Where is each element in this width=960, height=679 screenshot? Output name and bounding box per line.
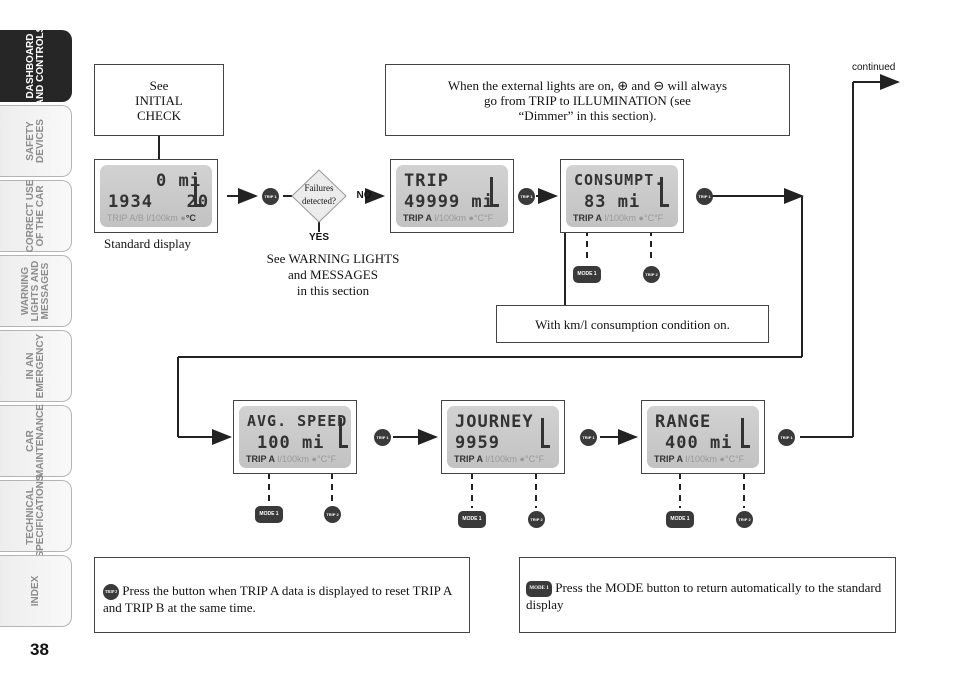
lcd-line-1: AVG. SPEED (247, 412, 348, 430)
tab-car-maintenance[interactable]: CAR MAINTENANCE (0, 404, 72, 478)
tab-dashboard-and-controls[interactable]: DASHBOARD AND CONTROLS (0, 26, 72, 106)
lcd-line-2: 83 mi (584, 192, 641, 212)
lcd-line-2: 49999 mi (404, 192, 494, 212)
lcd-line-2: 100 mi (257, 433, 325, 453)
fuel-gauge-bar (194, 177, 203, 207)
kml-consumption-box: With km/l consumption condition on. (496, 305, 769, 343)
trip2-button-icon: TRIP 2 (324, 506, 341, 523)
lcd-consumption-display: CONSUMPT. 83 mi TRIP A l/100km ●°C°F (560, 159, 684, 233)
lcd-line-1: TRIP (404, 171, 449, 191)
mode1-button-icon: MODE 1 (458, 511, 486, 528)
trip1-button-icon: TRIP 1 (580, 429, 597, 446)
continued-label: continued (852, 62, 896, 73)
fuel-gauge-bar (339, 418, 348, 448)
fuel-gauge-bar (741, 418, 750, 448)
trip2-button-icon: TRIP 2 (528, 511, 545, 528)
trip1-button-icon: TRIP 1 (374, 429, 391, 446)
mode-footnote-box: MODE 1 Press the MODE button to return a… (519, 557, 896, 633)
tab-technical-specifications[interactable]: TECHNICAL SPECIFICATIONS (0, 474, 72, 558)
trip1-button-icon: TRIP 1 (518, 188, 535, 205)
warning-lights-note: See WARNING LIGHTS and MESSAGES in this … (266, 251, 400, 298)
yes-label: YES (308, 232, 329, 243)
tab-index[interactable]: INDEX (0, 555, 72, 627)
lcd-range-display: RANGE 400 mi TRIP A l/100km ●°C°F (641, 400, 765, 474)
mode1-button-icon: MODE 1 (255, 506, 283, 523)
lcd-line-2: 1934 20 (108, 192, 210, 212)
trip1-button-icon: TRIP 1 (778, 429, 795, 446)
trip1-button-icon: TRIP 1 (262, 188, 279, 205)
trip2-button-icon: TRIP 2 (103, 584, 119, 601)
tab-safety-devices[interactable]: SAFETY DEVICES (0, 105, 72, 177)
tab-warning-lights[interactable]: WARNING LIGHTS AND MESSAGES (0, 255, 72, 327)
fuel-gauge-bar (541, 418, 550, 448)
tab-correct-use[interactable]: CORRECT USE OF THE CAR (0, 180, 72, 252)
mode-button-icon: MODE 1 (526, 581, 552, 598)
mode1-button-icon: MODE 1 (573, 266, 601, 283)
no-label: NO (356, 190, 372, 201)
trip2-button-icon: TRIP 2 (643, 266, 660, 283)
failures-detected-label: Failures detected? (302, 183, 336, 206)
fuel-gauge-bar (660, 177, 669, 207)
lcd-trip-display: TRIP 49999 mi TRIP A l/100km ●°C°F (390, 159, 514, 233)
page-number: 38 (30, 640, 49, 659)
lcd-line-2: 9959 (455, 433, 500, 453)
lcd-average-speed-display: AVG. SPEED 100 mi TRIP A l/100km ●°C°F (233, 400, 357, 474)
mode1-button-icon: MODE 1 (666, 511, 694, 528)
standard-display-label: Standard display (104, 236, 192, 251)
fuel-gauge-bar (490, 177, 499, 207)
lcd-line-1: RANGE (655, 412, 712, 432)
trip2-footnote-box: TRIP 2 Press the button when TRIP A data… (94, 557, 470, 633)
trip1-button-icon: TRIP 1 (696, 188, 713, 205)
external-lights-note-box: When the external lights are on, ⊕ and ⊖… (385, 64, 790, 136)
lcd-journey-display: JOURNEY 9959 TRIP A l/100km ●°C°F (441, 400, 565, 474)
lcd-line-1: CONSUMPT. (574, 171, 665, 189)
lcd-standard-display: 0 mi 1934 20 TRIP A/B l/100km ●°C (94, 159, 218, 233)
lcd-line-1: JOURNEY (455, 412, 534, 432)
initial-check-box: See INITIAL CHECK (94, 64, 224, 136)
tab-in-an-emergency[interactable]: IN AN EMERGENCY (0, 330, 72, 402)
lcd-line-2: 400 mi (665, 433, 733, 453)
trip2-button-icon: TRIP 2 (736, 511, 753, 528)
